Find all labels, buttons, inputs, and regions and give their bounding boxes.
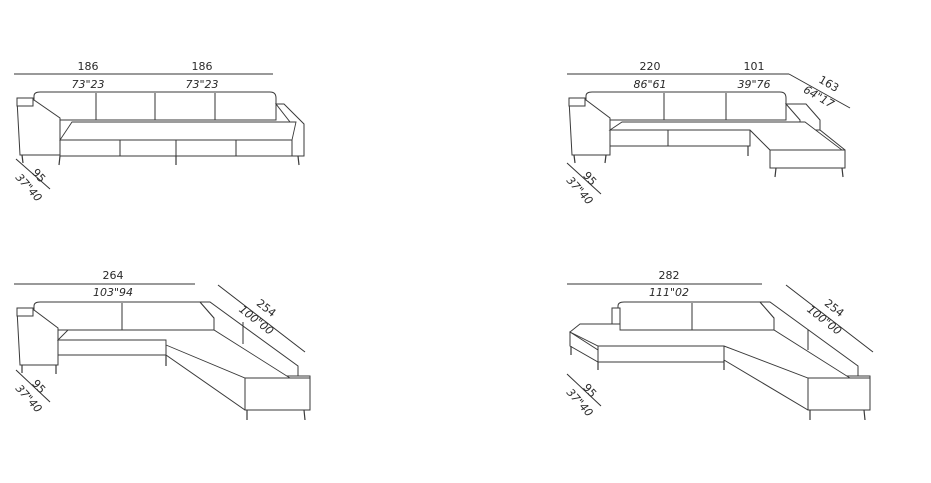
dimension-line [217,284,306,353]
depth-dimension: 95 37"40 [564,162,602,207]
dimension-line [566,373,602,407]
sofa-drawing [16,301,311,421]
width-cm-label: 282 [659,269,680,282]
width-dimension: 282 111"02 [567,269,762,299]
config-1-straight-sofa: 186 73"23 186 73"23 [13,60,305,204]
config-2-chaise-sofa: 220 86"61 101 39"76 163 64"17 [564,60,851,207]
dimension-line [788,73,851,109]
config-3-corner-sofa: 264 103"94 254 100"00 [13,269,311,421]
width-in-label: 73"23 [185,78,218,91]
width-in-label: 103"94 [93,286,133,299]
width-cm-label: 186 [78,60,99,73]
width-in-label: 86"61 [633,78,666,91]
sofa-drawing [16,91,305,166]
sofa-drawing [569,301,871,421]
width-dimension: 186 73"23 186 73"23 [14,60,273,91]
width-cm-label: 264 [103,269,124,282]
width-in-label: 39"76 [737,78,770,91]
width-cm-label: 101 [744,60,765,73]
width-in-label: 73"23 [71,78,104,91]
width-dimension: 220 86"61 101 39"76 [567,60,789,91]
dimension-line [15,158,51,190]
dimension-line [15,369,51,403]
depth-dimension: 95 37"40 [13,158,51,204]
width-cm-label: 220 [640,60,661,73]
dimension-line [566,162,602,195]
depth-dimension: 95 37"40 [564,373,602,419]
config-4-corner-chaise-sofa: 282 111"02 254 100"00 [564,269,874,421]
dimension-line [785,284,874,353]
width-cm-label: 186 [192,60,213,73]
depth-dimension: 95 37"40 [13,369,51,415]
sofa-drawing [568,91,846,178]
width-dimension: 264 103"94 [14,269,195,299]
width-in-label: 111"02 [649,286,689,299]
